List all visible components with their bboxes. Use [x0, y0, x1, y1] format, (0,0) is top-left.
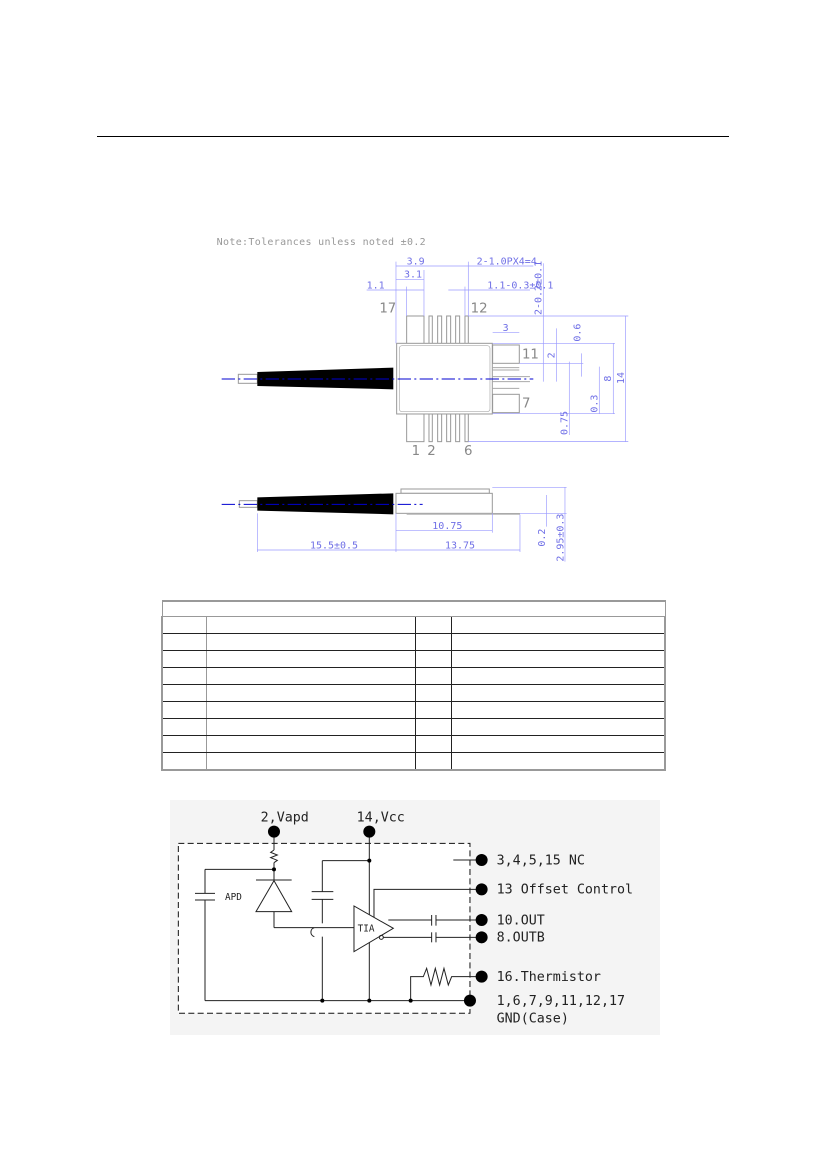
pin-label-6: 6: [464, 444, 472, 459]
dim-0-75: 0.75: [560, 411, 571, 435]
table-header-row: [161, 600, 666, 617]
side-view: 10.75 13.75 15.5±0.5 0.2 2.95±0.3: [221, 486, 567, 562]
vapd-label: 2,Vapd: [261, 811, 309, 826]
table-row: [161, 701, 666, 719]
offset-control-label: 13 Offset Control: [497, 883, 633, 898]
dim-pin-width: 1.1-0.3±0.1: [487, 280, 553, 291]
table-row: [161, 633, 666, 651]
dim-0-3: 0.3: [590, 395, 601, 413]
table-row: [161, 684, 666, 702]
dim-pin-thickness: 2-0.2±0.1: [534, 261, 545, 315]
table-row: [161, 735, 666, 753]
pin-label-7: 7: [522, 397, 530, 412]
tia-label: TIA: [358, 924, 375, 935]
header-rule: [97, 136, 729, 137]
top-view: Note:Tolerances unless noted ±0.2: [217, 237, 629, 459]
table-title-cell: [161, 600, 666, 617]
fiber-boot: [257, 367, 394, 390]
table-row: [161, 616, 666, 634]
table-row: [161, 650, 666, 668]
dim-2: 2: [546, 352, 557, 358]
dim-3-9: 3.9: [407, 256, 425, 267]
dim-10-75: 10.75: [432, 521, 462, 532]
dim-0-2: 0.2: [537, 529, 548, 547]
pin-label-11: 11: [522, 347, 539, 362]
pin-label-2: 2: [427, 444, 435, 459]
dim-8: 8: [603, 376, 614, 382]
table-row: [161, 752, 666, 771]
dim-0-6: 0.6: [573, 324, 584, 342]
top-pins: [406, 315, 469, 443]
dim-1-1: 1.1: [367, 280, 385, 291]
table-row: [161, 718, 666, 736]
dim-14: 14: [616, 372, 627, 384]
nc-label: 3,4,5,15 NC: [497, 853, 585, 868]
pin-label-1: 1: [412, 444, 420, 459]
apd-label: APD: [225, 892, 242, 903]
outb-label: 8.OUTB: [497, 931, 545, 946]
side-body: [395, 492, 493, 514]
side-fiber-boot: [257, 493, 394, 515]
pin-label-17: 17: [379, 301, 396, 316]
pin-label-12: 12: [471, 301, 488, 316]
dim-pitch: 2-1.0PX4=4: [477, 256, 537, 267]
gnd-label: GND(Case): [497, 1012, 569, 1027]
out-label: 10.OUT: [497, 913, 545, 928]
tolerance-note: Note:Tolerances unless noted ±0.2: [217, 237, 426, 248]
circuit-diagram: 2,Vapd 14,Vcc APD TIA 3,4,5,15 NC 13 Off…: [170, 800, 660, 1035]
dim-13-75: 13.75: [445, 540, 475, 551]
table-row: [161, 667, 666, 685]
vcc-label: 14,Vcc: [357, 811, 405, 826]
pin-table: [161, 600, 666, 771]
dim-2-95: 2.95±0.3: [555, 514, 566, 562]
dim-3-1: 3.1: [404, 270, 422, 281]
gnd-pins-label: 1,6,7,9,11,12,17: [497, 994, 625, 1009]
dim-fiber-length: 15.5±0.5: [310, 540, 358, 551]
thermistor-label: 16.Thermistor: [497, 970, 601, 985]
dim-3: 3: [503, 323, 509, 334]
